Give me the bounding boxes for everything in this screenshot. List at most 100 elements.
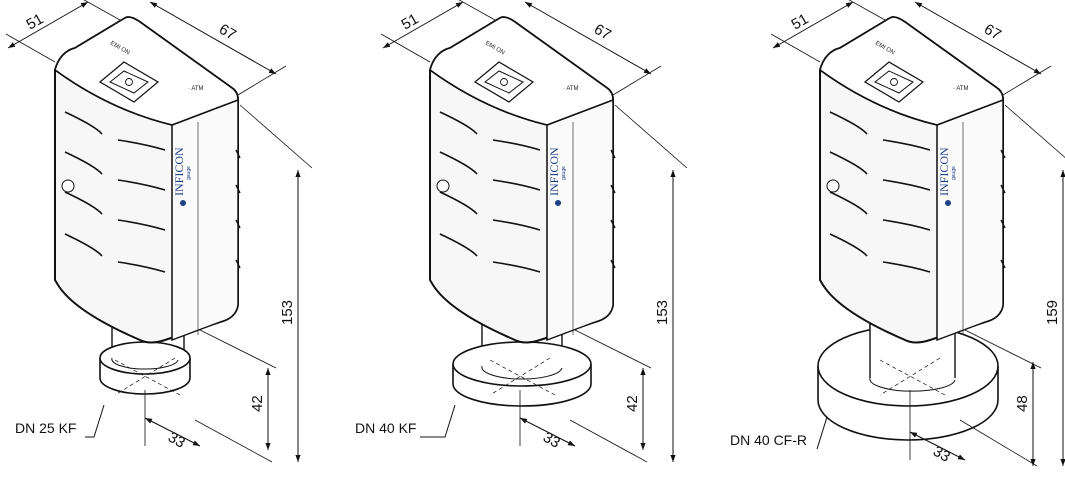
dim-total-height-arrow-start (670, 170, 676, 177)
dim-flange-height-arrow-start (1030, 362, 1036, 369)
atm-label: · ATM (563, 86, 579, 92)
side-ridge-2 (1000, 219, 1006, 229)
brand-logo-text: INFICON (937, 147, 951, 196)
tube-base (481, 365, 563, 380)
dim-offset-line (909, 431, 966, 461)
rib-right-3 (117, 261, 166, 273)
rib-left-0 (439, 111, 478, 135)
ext-depth-a (770, 33, 821, 63)
ext-depth-b (458, 0, 496, 21)
atm-label: · ATM (188, 86, 204, 92)
ext-width-a (237, 65, 287, 96)
dim-width-line (149, 1, 277, 75)
side-ridge-1 (610, 184, 616, 194)
side-ridge-0 (1000, 149, 1006, 159)
flange-label: DN 40 CF-R (730, 432, 807, 448)
dim-total-height-arrow-start (1060, 170, 1065, 177)
dim-offset-line (144, 417, 201, 447)
dim-width-value: 67 (591, 21, 614, 44)
emi-led (436, 179, 450, 193)
connector-pin (500, 78, 508, 86)
dim-offset-value: 33 (540, 429, 563, 452)
dim-depth-value: 51 (399, 10, 422, 33)
dim-width-arrow-start (525, 2, 533, 8)
rib-right-1 (882, 179, 931, 191)
axis-line-b (489, 357, 551, 396)
dim-offset-arrow-start (910, 432, 918, 438)
dim-width-value: 67 (981, 21, 1004, 44)
dim-total-height-value: 159 (1044, 300, 1061, 325)
dim-width-line (524, 1, 652, 75)
emi-led (61, 179, 75, 193)
dim-depth-arrow-start (8, 42, 16, 48)
dim-offset-line (519, 417, 576, 447)
rib-left-0 (829, 111, 868, 135)
dim-offset-arrow-start (145, 418, 153, 424)
dim-offset-value: 33 (930, 443, 953, 466)
rib-right-0 (117, 139, 166, 151)
rib-right-0 (882, 139, 931, 151)
ext-depth-a (380, 33, 431, 63)
ext-flange-bottom (959, 419, 1038, 467)
rib-right-1 (492, 179, 541, 191)
brand-sub-text: gauge (561, 166, 567, 180)
rib-right-0 (492, 139, 541, 151)
body-right-face (546, 98, 614, 342)
dim-width-arrow-start (915, 2, 923, 8)
rib-left-0 (64, 111, 103, 135)
dim-width-arrow-end (1033, 68, 1041, 74)
ext-width-a (612, 65, 662, 96)
rib-left-3 (829, 233, 868, 257)
dim-depth-line (772, 1, 854, 49)
ext-depth-b (848, 0, 886, 21)
rib-left-3 (439, 233, 478, 257)
side-ridge-2 (610, 219, 616, 229)
flange-label: DN 25 KF (15, 420, 76, 436)
side-ridge-1 (1000, 184, 1006, 194)
rib-left-1 (829, 151, 868, 175)
dim-flange-height-arrow-start (265, 368, 271, 375)
dim-flange-height-value: 42 (624, 395, 641, 412)
front-edge (819, 69, 938, 126)
ext-depth-a (5, 33, 56, 63)
rib-left-3 (64, 233, 103, 257)
dim-total-height-arrow-start (295, 170, 301, 177)
dim-width-line (914, 1, 1042, 75)
flange-leader (420, 404, 456, 438)
side-ridge-0 (235, 149, 241, 159)
side-ridge-3 (610, 259, 616, 269)
dim-flange-height-value: 48 (1014, 395, 1031, 412)
dim-flange-height-arrow-end (640, 443, 646, 450)
rib-right-2 (117, 219, 166, 231)
rib-right-3 (882, 261, 931, 273)
dim-width-value: 67 (216, 21, 239, 44)
rib-left-1 (64, 151, 103, 175)
ext-height-top (614, 104, 688, 169)
dim-offset-value: 33 (165, 429, 188, 452)
side-ridge-1 (235, 184, 241, 194)
side-ridge-2 (235, 219, 241, 229)
dim-width-arrow-end (268, 68, 276, 74)
side-ridge-0 (610, 149, 616, 159)
brand-sub-text: gauge (186, 166, 192, 180)
flange-leader (816, 416, 828, 450)
dim-depth-line (382, 1, 464, 49)
ext-width-a (1002, 65, 1052, 96)
emi-led (826, 179, 840, 193)
rib-left-2 (64, 191, 103, 215)
dim-depth-arrow-end (845, 2, 853, 8)
rib-left-1 (439, 151, 478, 175)
axis-line-a (114, 359, 181, 396)
rib-right-2 (882, 219, 931, 231)
front-edge (54, 69, 173, 126)
side-ridge-3 (235, 259, 241, 269)
rib-right-3 (492, 261, 541, 273)
brand-logo-mark (945, 200, 951, 206)
dim-total-height-arrow-end (295, 455, 301, 462)
dim-flange-height-value: 42 (249, 395, 266, 412)
body-right-face (936, 98, 1004, 342)
